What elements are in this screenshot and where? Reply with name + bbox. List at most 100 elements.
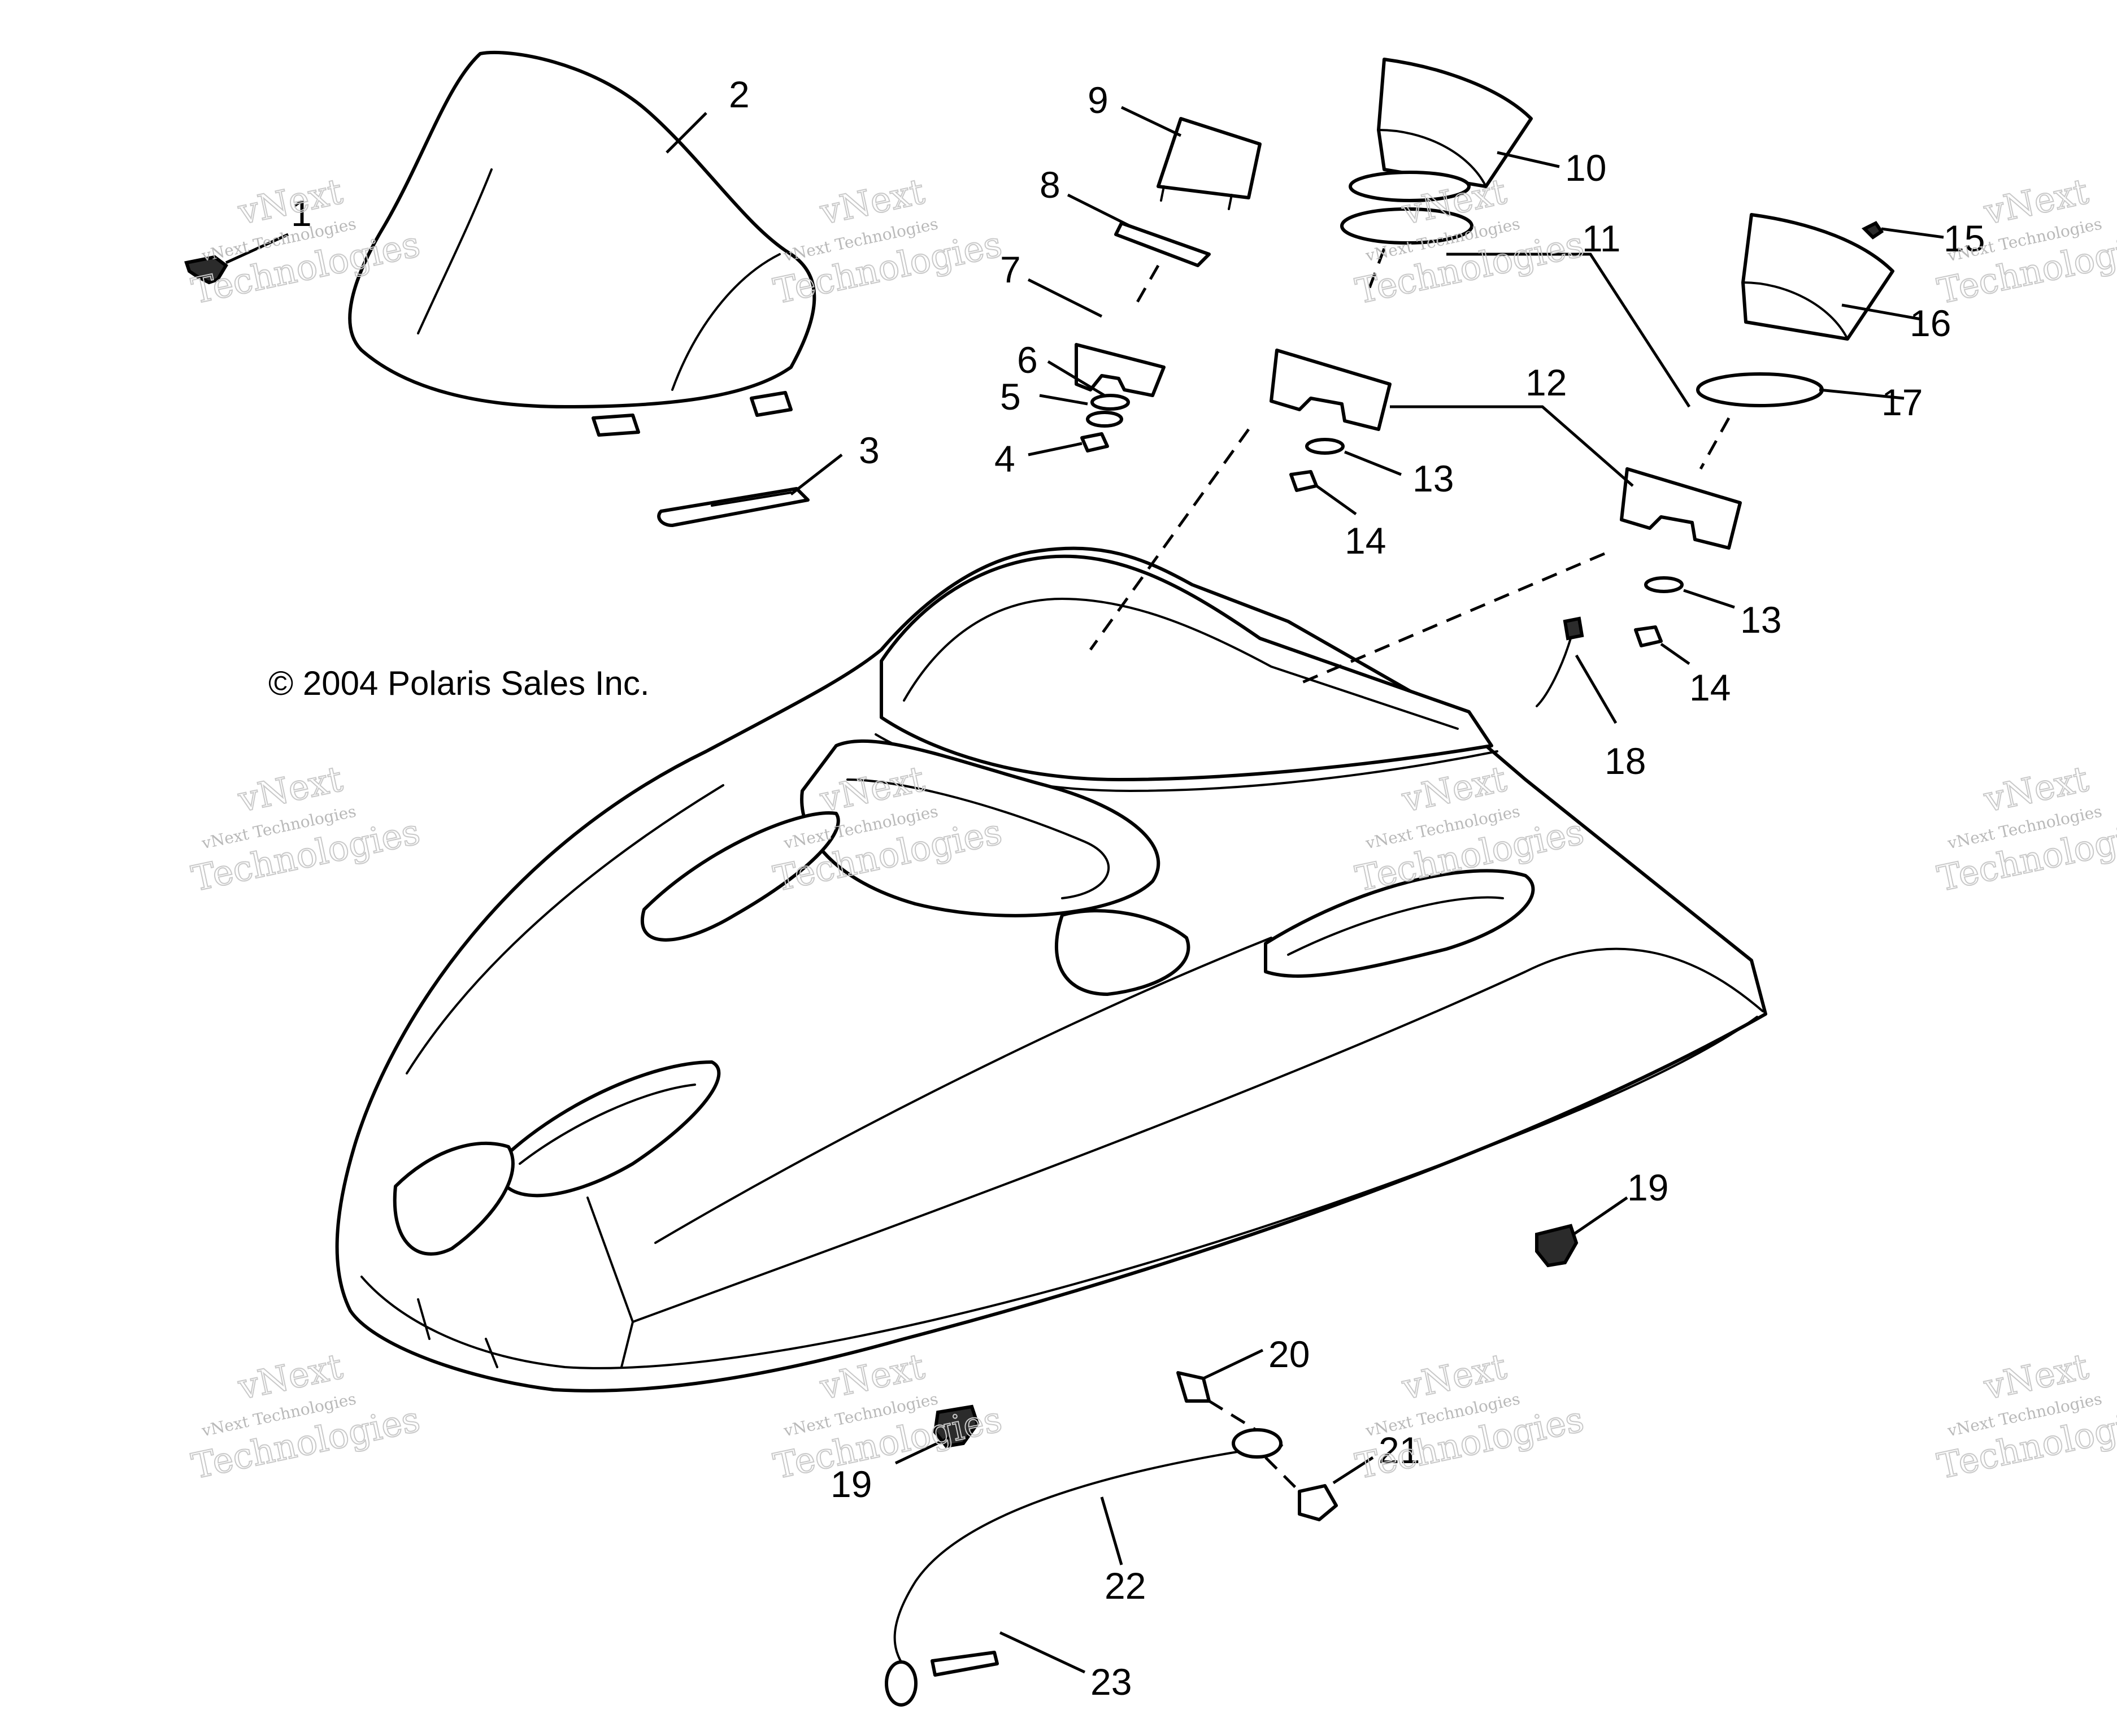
callout-2: 2 [729, 73, 750, 115]
center-gauge-group [1089, 58, 1533, 651]
leader-lines [225, 106, 1944, 1674]
watermark: vNext vNext Technologies Technologies [188, 1345, 424, 1487]
callout-14b: 14 [1689, 667, 1731, 708]
part-5-washer [1086, 411, 1123, 428]
right-gauge-to-hood [1299, 552, 1605, 685]
part-4-nut [1080, 432, 1109, 453]
part-16-gauge-base [1742, 281, 1849, 340]
callout-1: 1 [291, 192, 312, 234]
right-vent [1264, 869, 1535, 978]
windshield-crease [417, 168, 493, 334]
part-12-bracket-right [1620, 467, 1742, 550]
part-13-washer-center [1305, 438, 1345, 455]
watermark: vNext vNext Technologies Technologies [1933, 758, 2117, 900]
windshield-tab-right [750, 391, 793, 417]
leader-16 [1841, 303, 1922, 321]
gauge-pins [1160, 185, 1233, 210]
copyright-notice: © 2004 Polaris Sales Inc. [268, 664, 650, 702]
watermark: vNext vNext Technologies Technologies [188, 758, 424, 900]
windshield [348, 50, 816, 408]
windshield-seat-inner [903, 598, 1459, 730]
callout-12: 12 [1525, 362, 1567, 403]
part-10-ring [1349, 171, 1471, 202]
part-1-fastener [184, 255, 228, 285]
part-7-bracket [1075, 343, 1166, 397]
callout-9: 9 [1088, 79, 1109, 121]
part-9-gauge [1157, 117, 1262, 199]
callout-8: 8 [1040, 164, 1060, 206]
left-vent-upper [640, 811, 840, 942]
leader-7 [1027, 278, 1103, 318]
part-22-eyelet-top [1232, 1428, 1283, 1459]
left-vent-lower-inner [519, 1084, 696, 1165]
part-22-tether [893, 1451, 1238, 1668]
leader-10 [1497, 151, 1560, 168]
part-14-nut-center [1289, 470, 1318, 492]
leader-23 [999, 1631, 1086, 1674]
callout-22: 22 [1105, 1565, 1146, 1607]
bolt-centerline [1208, 1399, 1284, 1448]
leader-4 [1028, 442, 1083, 456]
leader-19a [1572, 1196, 1628, 1236]
watermark: vNext vNext Technologies Technologies [1933, 1345, 2117, 1487]
callout-5: 5 [1000, 376, 1021, 417]
callout-21: 21 [1379, 1429, 1420, 1471]
part-14-nut-right [1634, 625, 1663, 647]
strap [657, 487, 810, 527]
part-11-seal [1340, 207, 1473, 245]
leader-11 [1446, 253, 1691, 408]
callout-10: 10 [1565, 147, 1606, 189]
hood-lower-trim [360, 1016, 1758, 1369]
nut-centerline [1264, 1456, 1301, 1493]
watermark: vNext vNext Technologies Technologies [770, 170, 1006, 312]
leader-13a [1344, 450, 1402, 476]
part-8-lens [1114, 221, 1211, 267]
small-gauge-group [1075, 117, 1262, 453]
part-17-ring [1696, 372, 1824, 407]
leader-17 [1819, 388, 1905, 400]
watermark: vNext vNext Technologies Technologies [1351, 1345, 1588, 1487]
part-6-washer [1090, 394, 1130, 411]
dash-cavity-inner [846, 778, 1110, 899]
callout-14a: 14 [1345, 520, 1386, 562]
windshield-tab-left [592, 414, 640, 437]
small-gauge-centerline [1134, 264, 1160, 306]
callout-11: 11 [1582, 217, 1621, 259]
part-21-nut [1298, 1484, 1338, 1521]
left-vent-lower [495, 1060, 721, 1198]
leader-1 [225, 233, 289, 264]
callout-13a: 13 [1412, 458, 1454, 499]
callout-23: 23 [1090, 1661, 1132, 1703]
center-gauge-centerline [1366, 248, 1386, 294]
leader-2 [666, 112, 707, 154]
leader-14b [1660, 642, 1690, 665]
callout-4: 4 [994, 438, 1015, 480]
nose-stripe-2 [485, 1338, 498, 1368]
center-gauge-to-hood [1089, 428, 1250, 651]
part-10-gauge [1377, 58, 1533, 188]
callout-20: 20 [1268, 1333, 1310, 1375]
hood-side-line [632, 947, 1764, 1323]
hood-contour-left [406, 784, 724, 1074]
leader-19b [894, 1436, 950, 1465]
part-18-wire [1536, 637, 1572, 707]
part-3-strap [657, 487, 810, 527]
hood-assembly [335, 546, 1767, 1393]
leader-13b [1683, 589, 1735, 609]
hood-contour-center [654, 937, 1272, 1244]
windshield-seat [880, 554, 1493, 781]
callout-17: 17 [1881, 381, 1923, 423]
callout-18: 18 [1605, 740, 1646, 782]
callout-3: 3 [859, 429, 880, 471]
leader-3 [790, 454, 843, 495]
right-gauge-centerline [1699, 417, 1731, 470]
right-vent-inner [1287, 896, 1504, 956]
leader-21 [1332, 1456, 1374, 1485]
callout-labels: 1 2 3 4 5 6 7 8 9 10 11 12 13 13 14 14 1… [291, 73, 1985, 1703]
center-scoop [1055, 909, 1190, 996]
callout-16: 16 [1910, 302, 1951, 344]
leader-20 [1202, 1348, 1264, 1380]
part-18-sensor [1563, 616, 1584, 641]
leader-6 [1047, 360, 1106, 397]
